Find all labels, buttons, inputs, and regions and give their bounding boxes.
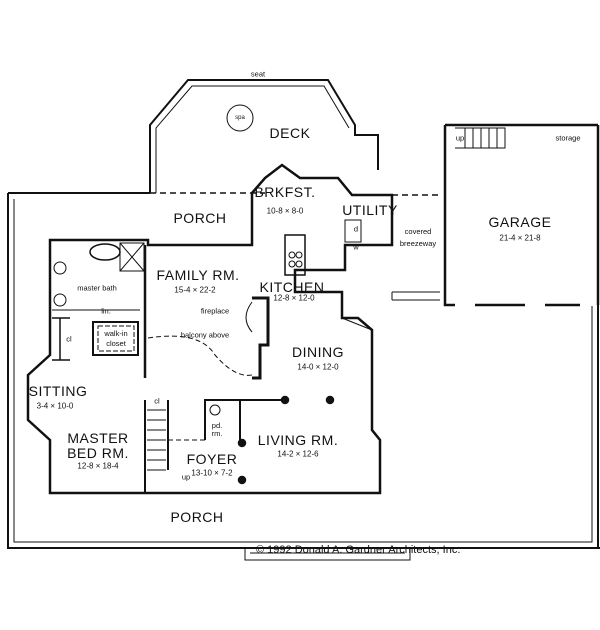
porch-front-label: PORCH xyxy=(170,509,224,525)
brkfst-label: BRKFST. xyxy=(254,184,316,200)
storage-label: storage xyxy=(555,133,581,143)
deck-label: DECK xyxy=(269,125,311,141)
garage-up-label: up xyxy=(455,133,465,143)
sitting-label: SITTING xyxy=(28,383,88,399)
bath-closet-label: cl xyxy=(66,334,72,344)
master-bath-label: master bath xyxy=(77,283,117,293)
utility-label: UTILITY xyxy=(342,202,398,218)
garage-walls xyxy=(443,123,600,307)
front-steps xyxy=(244,548,411,561)
deck-outline xyxy=(149,79,379,193)
dining-size: 14-0 × 12-0 xyxy=(297,362,339,372)
fireplace xyxy=(252,296,270,380)
family-label: FAMILY RM. xyxy=(156,267,240,283)
sitting-size: 3-4 × 10-0 xyxy=(36,401,74,411)
garage-size: 21-4 × 21-8 xyxy=(499,233,541,243)
dryer-label: d xyxy=(353,224,359,234)
copyright: © 1992 Donald A. Gardner Architects, Inc… xyxy=(256,544,461,556)
porch-outline xyxy=(7,192,600,549)
kitchen-size: 12-8 × 12-0 xyxy=(273,293,315,303)
spa-outline xyxy=(226,104,254,132)
foyer-up-label: up xyxy=(181,472,191,482)
seat-label: seat xyxy=(250,69,266,79)
linen-label: lin. xyxy=(101,306,111,316)
spa-label: spa xyxy=(235,115,245,121)
master-bed-label: MASTER BED RM. xyxy=(67,430,129,461)
house-walls xyxy=(26,163,394,495)
brkfst-size: 10-8 × 8-0 xyxy=(266,206,304,216)
fireplace-label: fireplace xyxy=(200,306,230,316)
breezeway-label: covered breezeway xyxy=(399,227,437,248)
balcony-label: balcony above xyxy=(180,330,230,340)
master-bed-size: 12-8 × 18-4 xyxy=(77,461,119,471)
stair-closet-label: cl xyxy=(154,396,160,406)
garage-label: GARAGE xyxy=(488,214,552,230)
kitchen-label: KITCHEN xyxy=(259,279,325,295)
foyer-size: 13-10 × 7-2 xyxy=(191,468,233,478)
powder-room-label: pd. rm. xyxy=(211,421,223,438)
foyer-label: FOYER xyxy=(186,451,238,467)
washer-label: w xyxy=(353,242,359,252)
walk-in-closet-label: walk-in closet xyxy=(104,329,128,348)
family-size: 15-4 × 22-2 xyxy=(174,285,216,295)
porch-rear-label: PORCH xyxy=(173,210,227,226)
living-size: 14-2 × 12-6 xyxy=(277,449,319,459)
living-label: LIVING RM. xyxy=(257,432,339,448)
dining-label: DINING xyxy=(292,344,344,360)
